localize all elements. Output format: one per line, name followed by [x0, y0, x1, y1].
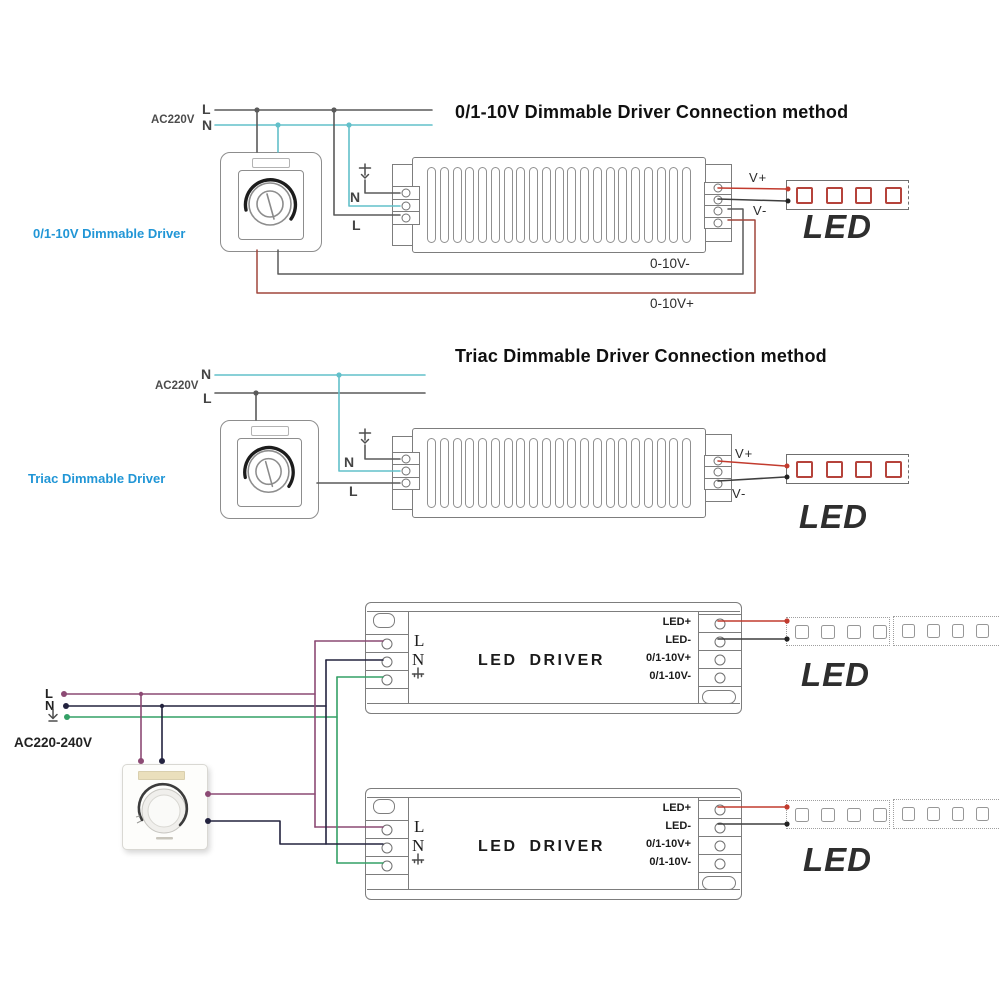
psu-output-terminals: [704, 182, 732, 229]
d1-led-label: LED: [803, 208, 872, 245]
mounting-slot: [702, 876, 736, 890]
d3-line-l-label: L: [45, 686, 53, 701]
led-strip: [786, 180, 909, 210]
d2-line-l-label: L: [203, 390, 212, 406]
d3-led-label-b: LED: [803, 841, 872, 878]
led-strip: [786, 454, 909, 484]
d1-line-l-label: L: [202, 101, 211, 117]
output-terminals: [698, 800, 741, 873]
out-dim-plus-label: 0/1-10V+: [646, 838, 691, 850]
d1-vplus-label: V+: [749, 170, 768, 185]
diagram1-title: 0/1-10V Dimmable Driver Connection metho…: [455, 102, 849, 122]
d2-terminal-n-label: N: [344, 454, 355, 470]
case-lip: [367, 889, 740, 890]
terminal-l-label: L: [414, 817, 425, 836]
input-terminals: [366, 634, 408, 689]
case-lip: [367, 797, 740, 798]
case-lip: [367, 703, 740, 704]
led-driver-box: L N LED DRIVER LED+ LED- 0/1-10V+ 0/1-10…: [365, 788, 742, 900]
d3-led-label-a: LED: [801, 656, 870, 693]
dimmer-knob-icon: [243, 445, 295, 494]
d1-dimmer-name: 0/1-10V Dimmable Driver: [33, 226, 186, 241]
psu-output-terminals: [704, 455, 732, 490]
vent-slots: [427, 167, 691, 243]
led-driver-box: L N LED DRIVER LED+ LED- 0/1-10V+ 0/1-10…: [365, 602, 742, 714]
dimmer-knob-panel: [220, 420, 319, 519]
vent-slots: [427, 438, 691, 508]
d2-line-n-label: N: [201, 366, 212, 382]
out-led-plus-label: LED+: [662, 616, 691, 628]
driver-name: LED DRIVER: [478, 838, 605, 855]
terminal-separator: [408, 611, 409, 704]
led-strip: [786, 617, 890, 646]
psu-driver-body: [412, 157, 706, 253]
terminal-n-label: N: [412, 836, 425, 855]
dimmer-face: [237, 438, 302, 507]
dimmer-knob-panel: [220, 152, 322, 252]
d2-led-label: LED: [799, 498, 868, 535]
dimmer-knob-icon: [135, 782, 189, 840]
d3-line-n-label: N: [45, 698, 55, 713]
d2-vplus-label: V+: [735, 446, 754, 461]
terminal-l-label: L: [414, 631, 425, 650]
d2-dimmer-name: Triac Dimmable Driver: [28, 471, 166, 486]
led-strip: [893, 799, 1000, 829]
d2-ac-source-label: AC220V: [155, 380, 199, 392]
wall-dimmer-panel: [122, 764, 208, 850]
driver-name: LED DRIVER: [478, 652, 605, 669]
case-lip: [367, 611, 740, 612]
led-strip: [893, 616, 1000, 646]
d1-dim-minus-label: 0-10V-: [650, 256, 690, 271]
ground-icon: [358, 428, 372, 444]
out-led-minus-label: LED-: [665, 820, 691, 832]
dimmer-knob-icon: [243, 178, 298, 226]
out-led-plus-label: LED+: [662, 802, 691, 814]
psu-input-terminals: [392, 452, 420, 490]
d1-terminal-l-label: L: [352, 217, 361, 233]
mounting-slot: [373, 613, 395, 628]
out-dim-minus-label: 0/1-10V-: [649, 670, 691, 682]
dimmer-label-window: [138, 771, 185, 780]
dimmer-label-window: [251, 426, 289, 436]
mounting-slot: [702, 690, 736, 704]
d2-terminal-l-label: L: [349, 483, 358, 499]
out-led-minus-label: LED-: [665, 634, 691, 646]
out-dim-minus-label: 0/1-10V-: [649, 856, 691, 868]
d1-ac-source-label: AC220V: [151, 114, 195, 126]
dimmer-label-window: [252, 158, 290, 168]
diagram2-title: Triac Dimmable Driver Connection method: [455, 346, 827, 366]
mounting-slot: [373, 799, 395, 814]
d2-vminus-label: V-: [732, 486, 747, 501]
psu-input-terminals: [392, 186, 420, 225]
terminal-separator: [408, 797, 409, 890]
psu-driver-body: [412, 428, 706, 518]
out-dim-plus-label: 0/1-10V+: [646, 652, 691, 664]
d1-vminus-label: V-: [753, 203, 768, 218]
ground-icon: [358, 163, 372, 179]
output-terminals: [698, 614, 741, 687]
terminal-n-label: N: [412, 650, 425, 669]
led-strip: [786, 800, 890, 829]
d1-dim-plus-label: 0-10V+: [650, 296, 694, 311]
d1-terminal-n-label: N: [350, 189, 361, 205]
input-terminals: [366, 820, 408, 875]
d1-line-n-label: N: [202, 117, 213, 133]
d3-ac-source-label: AC220-240V: [14, 735, 93, 750]
